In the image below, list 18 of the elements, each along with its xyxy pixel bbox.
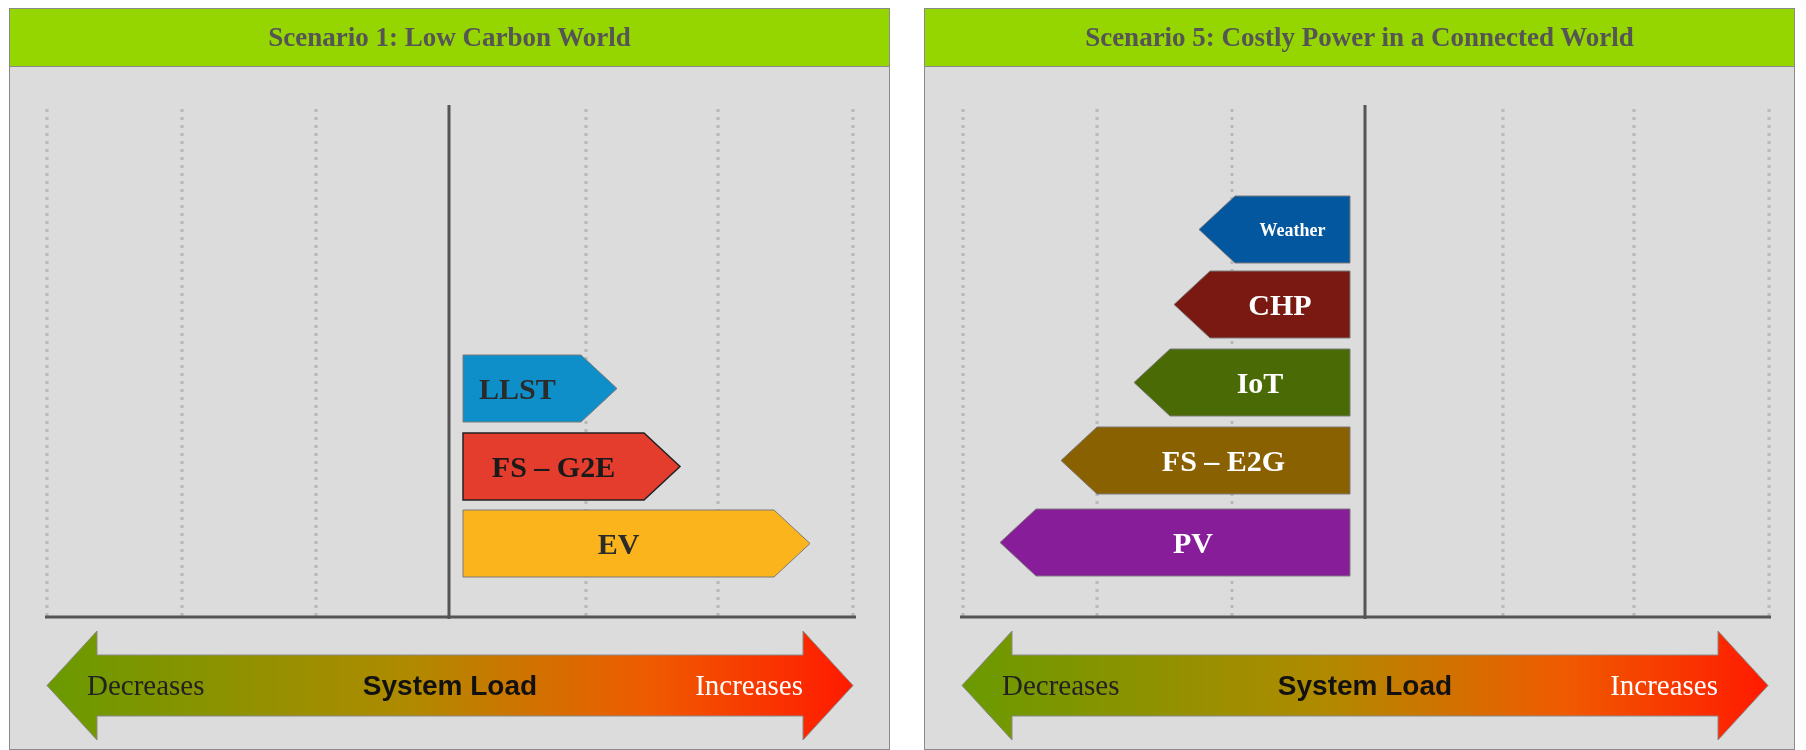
bar-label: FS – E2G <box>1161 445 1286 476</box>
arrow-label: Decreases <box>87 671 205 700</box>
arrow-label: Increases <box>695 671 803 700</box>
bar-label: Weather <box>1259 220 1326 239</box>
scenario-panel <box>9 8 890 750</box>
bar-label: IoT <box>1236 367 1284 398</box>
arrow-label: Decreases <box>1002 671 1120 700</box>
arrow-label: System Load <box>362 671 538 700</box>
bar-label: EV <box>597 528 640 559</box>
bar-label: PV <box>1173 527 1213 558</box>
arrow-label: System Load <box>1277 671 1453 700</box>
bar-label: CHP <box>1248 289 1312 320</box>
arrow-label: Increases <box>1610 671 1718 700</box>
bar-label: LLST <box>479 373 556 404</box>
bar-label: FS – G2E <box>491 451 616 482</box>
panel-heading: Scenario 1: Low Carbon World <box>10 9 889 67</box>
panel-heading: Scenario 5: Costly Power in a Connected World <box>925 9 1794 67</box>
scenario-panel <box>924 8 1795 750</box>
